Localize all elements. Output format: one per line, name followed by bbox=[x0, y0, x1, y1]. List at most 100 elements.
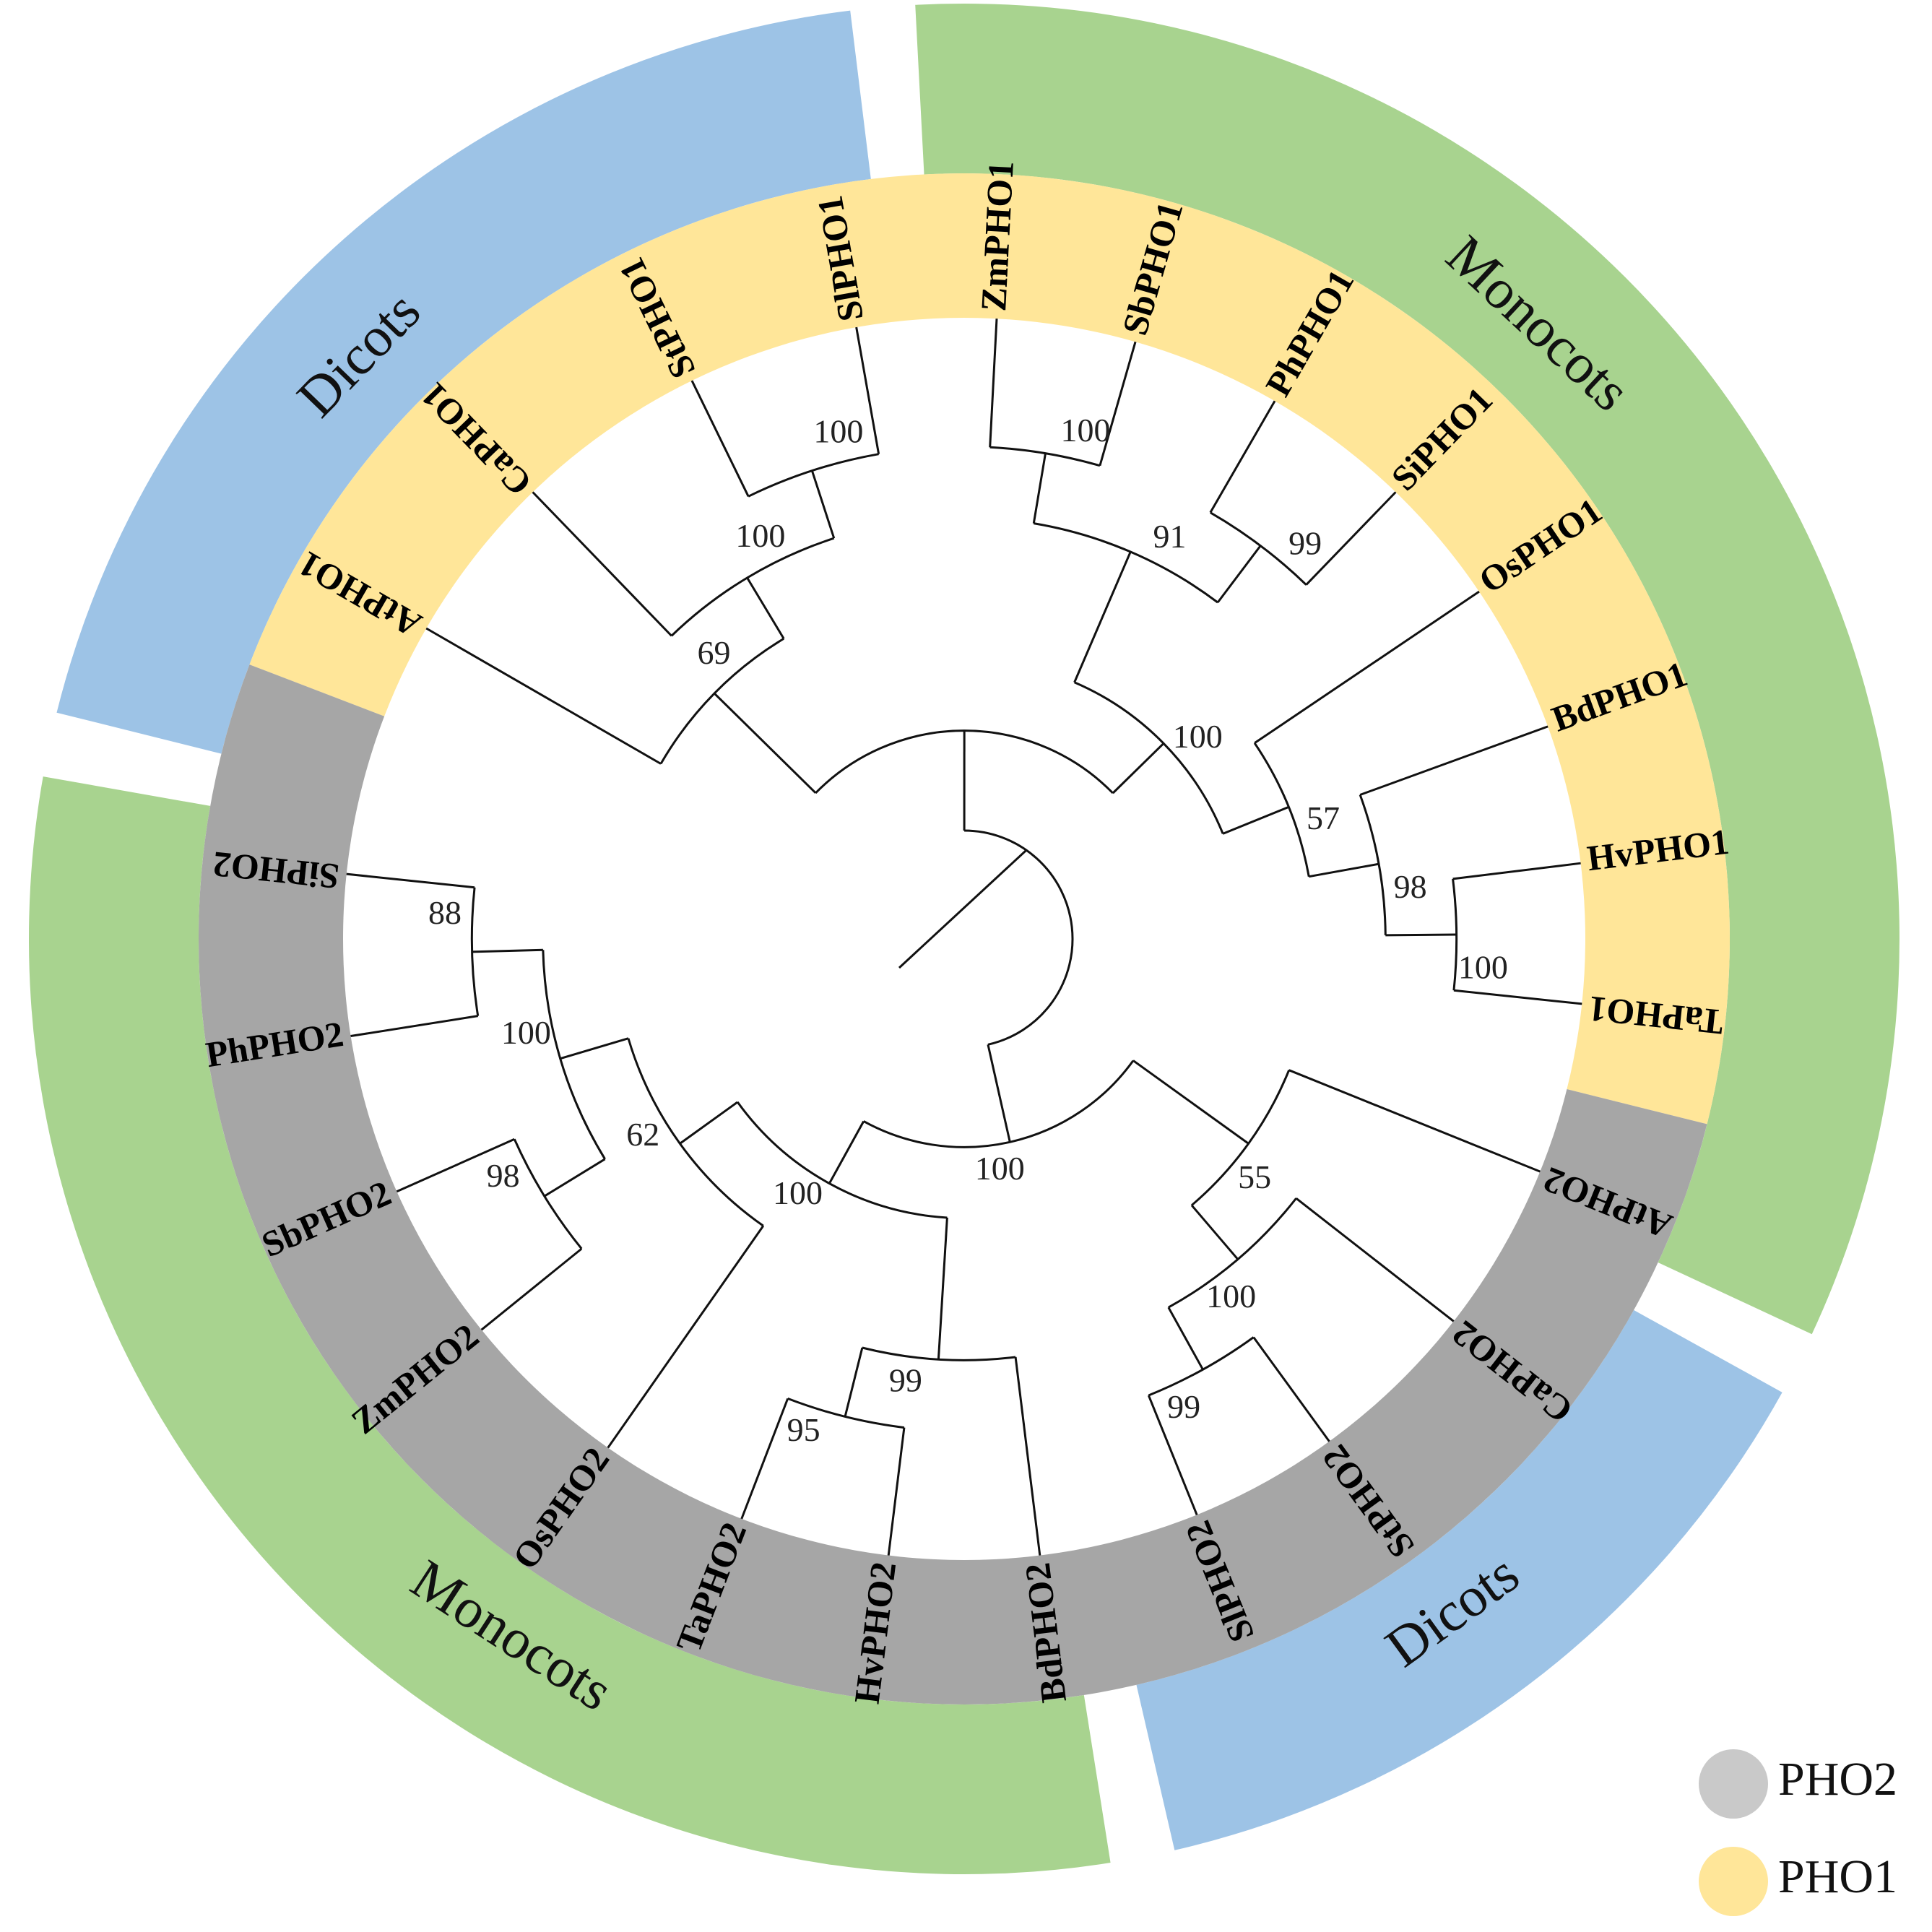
branch-n_ZmSb bbox=[1032, 453, 1047, 524]
branch-OsPHO2 bbox=[607, 1225, 765, 1449]
branch-n_OsPooid bbox=[1222, 805, 1289, 835]
support-n_CaSolan2: 100 bbox=[1206, 1278, 1256, 1314]
support-n_dicotPHO2: 55 bbox=[1238, 1158, 1271, 1195]
branch-PhPHO1 bbox=[1209, 400, 1276, 514]
support-n_StSl: 100 bbox=[813, 412, 863, 449]
branch-BdPHO2 bbox=[1014, 1356, 1041, 1556]
branch-SbPHO2 bbox=[396, 1138, 515, 1193]
inner-band-pho1 bbox=[249, 173, 1730, 1125]
node-arc-n_PHO2 bbox=[863, 1060, 1135, 1148]
branch-StPHO1 bbox=[690, 380, 750, 497]
branch-n_PhSi bbox=[1216, 545, 1262, 604]
legend-swatch-pho2 bbox=[1699, 1749, 1768, 1819]
support-n_mono2: 100 bbox=[773, 1174, 823, 1211]
branch-n_monoPHO1 bbox=[1112, 742, 1165, 794]
branch-ZmPHO2 bbox=[480, 1247, 583, 1331]
branch-CaPHO2 bbox=[1295, 1197, 1455, 1322]
outer-band-dicots-2 bbox=[1136, 1309, 1782, 1850]
branch-n_SlSt2 bbox=[1167, 1307, 1204, 1370]
support-n_OsPani2: 62 bbox=[626, 1116, 659, 1153]
branch-AtPHO2 bbox=[1288, 1069, 1541, 1173]
support-n_Pani2: 100 bbox=[501, 1014, 551, 1051]
node-arc-n_SbZm2 bbox=[513, 1138, 583, 1249]
branch-SiPHO1 bbox=[1305, 491, 1397, 586]
branch-OsPHO1 bbox=[1254, 590, 1480, 745]
branch-HvPHO2 bbox=[887, 1427, 906, 1556]
branch-n_BdHvTa bbox=[1308, 862, 1379, 878]
support-n_TaHv2: 95 bbox=[787, 1411, 820, 1448]
outer-band-dicots-0 bbox=[56, 10, 871, 754]
branch-CaPHO1 bbox=[532, 491, 672, 637]
branch-n_OsPani2 bbox=[679, 1101, 739, 1145]
support-n_dicotPHO1: 69 bbox=[697, 634, 730, 671]
support-n_PaniPHO1: 91 bbox=[1153, 518, 1186, 555]
node-arc-n_TaHv2 bbox=[787, 1397, 905, 1429]
node-arc-n_dicotPHO1 bbox=[659, 637, 784, 765]
node-arc-n_ZmSb bbox=[989, 446, 1101, 467]
support-n_SiPh2: 88 bbox=[428, 894, 462, 931]
support-n_Pooid2: 99 bbox=[889, 1362, 922, 1399]
node-arc-n_SiPh2 bbox=[470, 887, 480, 1016]
root-stem bbox=[898, 849, 1028, 969]
branch-AtPHO1 bbox=[425, 627, 662, 765]
branch-n_CaStSl bbox=[746, 577, 785, 640]
branch-BdPHO1 bbox=[1359, 725, 1548, 796]
support-n_SbZm2: 98 bbox=[487, 1157, 520, 1194]
inner-gene-family-bands bbox=[198, 173, 1730, 1705]
support-n_HvTa: 100 bbox=[1458, 948, 1508, 985]
legend-label-pho1: PHO1 bbox=[1778, 1850, 1897, 1903]
node-arc-n_allPHO1 bbox=[815, 729, 1114, 794]
branch-HvPHO1 bbox=[1452, 862, 1581, 880]
branch-ZmPHO1 bbox=[989, 319, 998, 448]
branch-n_StSl bbox=[810, 470, 836, 539]
legend-label-pho2: PHO2 bbox=[1778, 1753, 1897, 1806]
support-n_CaStSl: 100 bbox=[735, 517, 785, 554]
node-arc-n_dicotPHO2 bbox=[1191, 1070, 1291, 1206]
node-arc-n_monoPHO1 bbox=[1074, 681, 1224, 834]
branch-n_PHO2 bbox=[987, 1044, 1011, 1143]
outer-band-monocots-3 bbox=[28, 776, 1111, 1874]
tree-branches bbox=[346, 319, 1582, 1556]
node-arc-n_OsPani2 bbox=[627, 1038, 764, 1227]
leaf-label-ZmPHO1: ZmPHO1 bbox=[973, 160, 1021, 312]
branch-SbPHO1 bbox=[1099, 341, 1137, 467]
node-arc-n_SlSt2 bbox=[1148, 1336, 1255, 1397]
support-n_OsPooid: 57 bbox=[1307, 800, 1340, 836]
support-n_PHO2: 100 bbox=[975, 1150, 1025, 1187]
branch-SlPHO2 bbox=[1147, 1395, 1198, 1515]
branch-n_PaniPHO1 bbox=[1073, 551, 1132, 683]
branch-TaPHO1 bbox=[1453, 989, 1582, 1005]
node-arc-n_Pooid2 bbox=[862, 1346, 1016, 1361]
node-arc-n_BdHvTa bbox=[1359, 794, 1387, 935]
branch-StPHO2 bbox=[1252, 1336, 1330, 1442]
branch-n_mono2 bbox=[828, 1120, 865, 1184]
support-n_monoPHO1: 100 bbox=[1173, 718, 1223, 755]
support-n_BdHvTa: 98 bbox=[1394, 868, 1427, 905]
branch-SlPHO1 bbox=[855, 326, 880, 454]
branch-SiPHO2 bbox=[346, 872, 475, 889]
branch-n_SiPh2 bbox=[472, 948, 543, 953]
node-arc-n_OsPooid bbox=[1253, 742, 1310, 877]
node-arc-n_PaniPHO1 bbox=[1034, 522, 1218, 604]
node-arc-n_HvTa bbox=[1452, 878, 1458, 991]
inner-band-pho2 bbox=[198, 664, 1707, 1705]
support-n_SlSt2: 99 bbox=[1167, 1388, 1200, 1425]
node-arc-n_StSl bbox=[748, 453, 879, 498]
branch-n_SbZm2 bbox=[543, 1158, 606, 1197]
legend-swatch-pho1 bbox=[1699, 1847, 1768, 1916]
node-arc-n_CaStSl bbox=[670, 537, 835, 637]
outer-band-monocots-1 bbox=[915, 3, 1900, 1335]
support-n_ZmSb: 100 bbox=[1061, 412, 1111, 449]
root-arc bbox=[964, 829, 1074, 1046]
node-arc-n_CaSolan2 bbox=[1168, 1197, 1297, 1309]
branch-n_dicotPHO2 bbox=[1132, 1060, 1249, 1145]
node-arc-n_PhSi bbox=[1210, 511, 1307, 586]
outer-group-bands bbox=[28, 3, 1900, 1874]
branch-n_TaHv2 bbox=[844, 1347, 864, 1417]
node-arc-n_mono2 bbox=[736, 1101, 948, 1219]
branch-n_Pooid2 bbox=[937, 1217, 948, 1360]
